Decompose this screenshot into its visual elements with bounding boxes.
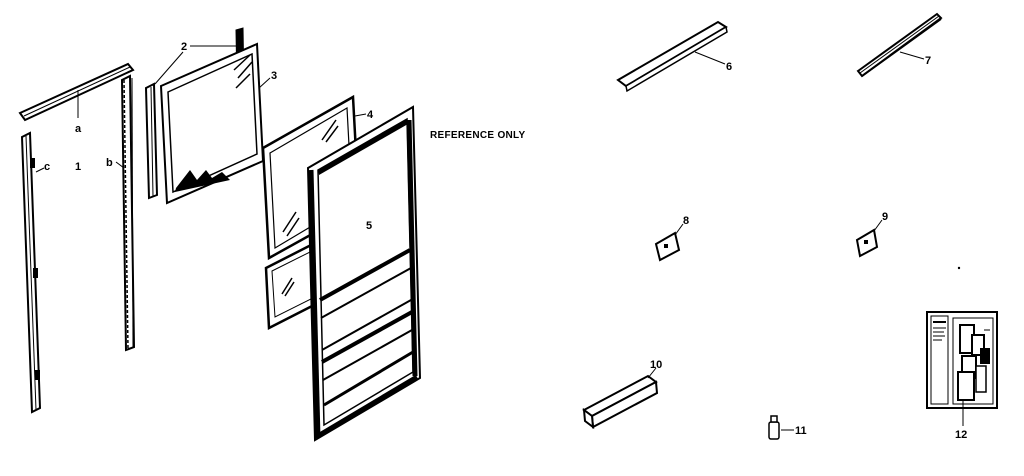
label-1: 1 <box>75 161 81 173</box>
label-c: c <box>44 161 50 173</box>
part-12-wiring-diagram <box>926 311 998 426</box>
door-frame <box>306 105 422 442</box>
label-12: 12 <box>955 429 967 441</box>
label-5: 5 <box>366 220 372 232</box>
part-9-bracket <box>855 219 883 258</box>
label-9: 9 <box>882 211 888 223</box>
part-10-block <box>582 367 659 430</box>
label-4: 4 <box>367 109 374 121</box>
label-b: b <box>106 157 113 169</box>
stray-dot <box>957 266 961 270</box>
reference-only-note: REFERENCE ONLY <box>430 130 526 141</box>
label-8: 8 <box>683 215 689 227</box>
label-10: 10 <box>650 359 662 371</box>
part-6-trim-strip <box>616 20 728 93</box>
part-1c-side-frame <box>20 131 45 414</box>
label-6: 6 <box>726 61 732 73</box>
part-7-trim-strip <box>856 12 943 78</box>
part-3-glass-panel <box>159 42 271 205</box>
callout-labels: a 1 b c 2 3 4 5 6 7 8 9 10 11 12 REFEREN… <box>44 41 967 441</box>
label-a: a <box>75 123 82 135</box>
label-3: 3 <box>271 70 277 82</box>
label-2: 2 <box>181 41 187 53</box>
part-1b-gasket-strip <box>115 74 136 352</box>
label-11: 11 <box>795 425 807 437</box>
label-7: 7 <box>925 55 931 67</box>
part-8-bracket <box>654 223 684 262</box>
part-11-bottle <box>768 415 794 440</box>
part-1a-top-rail <box>18 62 135 122</box>
